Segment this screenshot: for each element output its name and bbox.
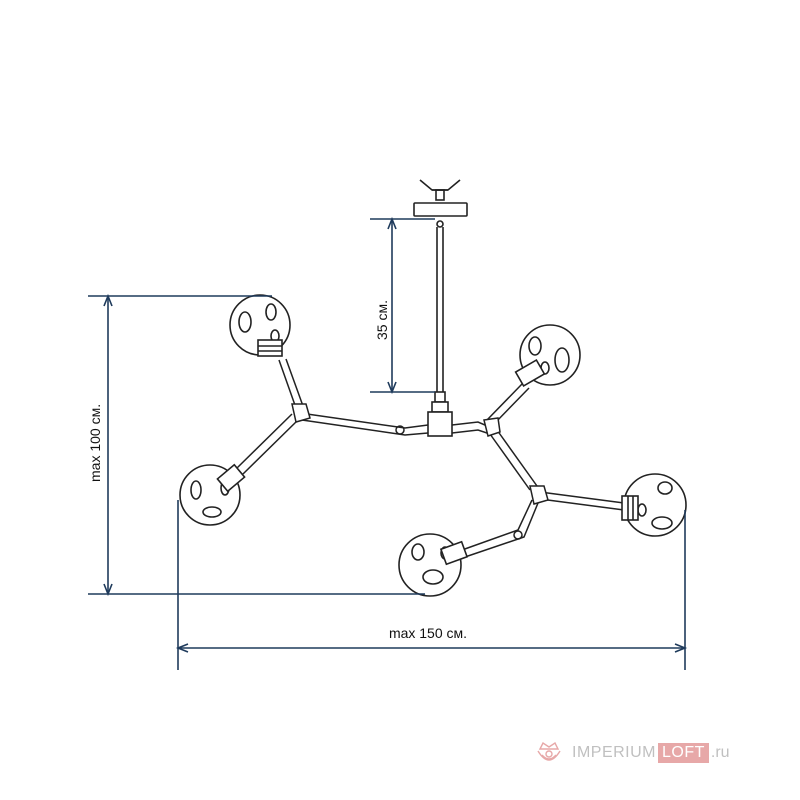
ceiling-mount bbox=[413, 179, 468, 228]
arm-joints bbox=[291, 403, 549, 505]
chandelier-arms bbox=[236, 358, 625, 558]
watermark-boxed-text: LOFT bbox=[658, 743, 709, 763]
dimension-rod-length bbox=[370, 216, 435, 395]
central-hub bbox=[427, 401, 453, 437]
globe-shade-bottom bbox=[398, 533, 469, 597]
rod-length-label: 35 см. bbox=[374, 300, 390, 340]
globe-shade-upper-left bbox=[229, 294, 291, 357]
crown-crest-icon bbox=[537, 741, 561, 761]
watermark-domain-suffix: .ru bbox=[710, 744, 730, 761]
max-height-label: max 100 см. bbox=[87, 404, 103, 482]
watermark-main-text: IMPERIUM bbox=[572, 744, 656, 761]
dimension-max-width bbox=[175, 500, 688, 670]
max-width-label: max 150 см. bbox=[389, 625, 467, 641]
globe-shade-upper-right bbox=[514, 324, 581, 388]
dimension-max-height bbox=[88, 293, 425, 597]
globe-shade-right bbox=[621, 473, 687, 537]
globe-shade-lower-left bbox=[179, 463, 246, 526]
suspension-rod bbox=[434, 227, 446, 403]
watermark: IMPERIUM LOFT .ru bbox=[530, 735, 790, 771]
